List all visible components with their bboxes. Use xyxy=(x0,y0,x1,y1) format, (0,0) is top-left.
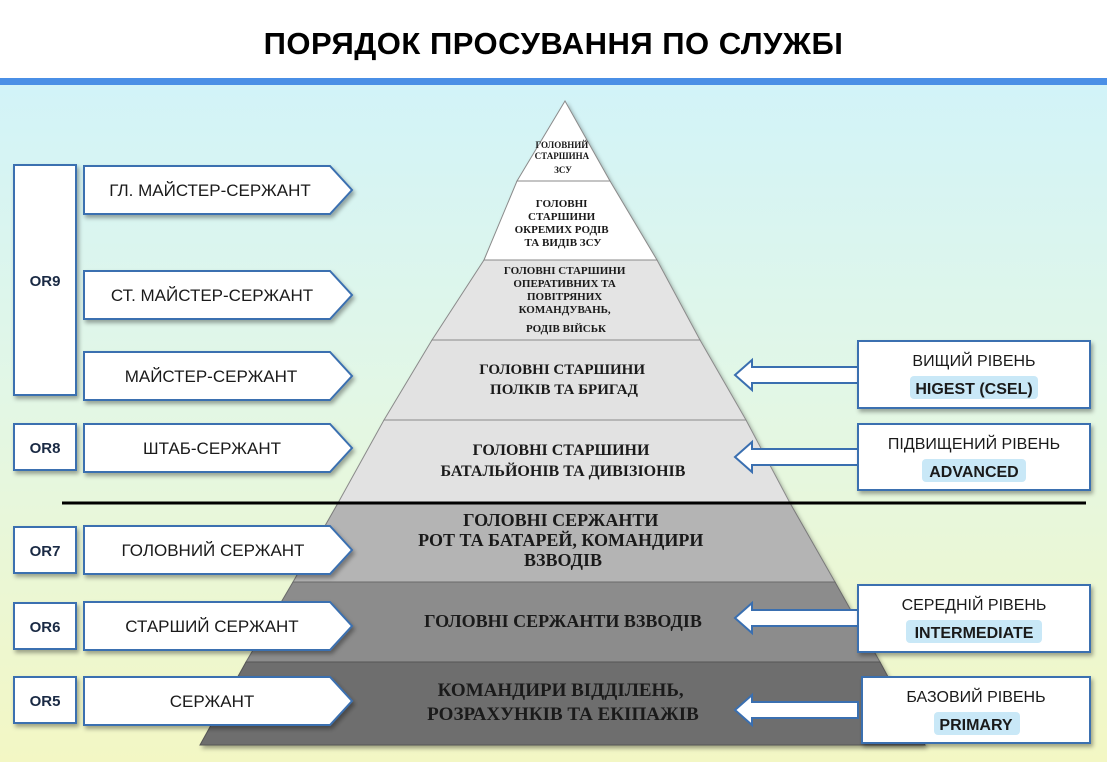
pyramid-label-8: КОМАНДИРИ ВІДДІЛЕНЬ, РОЗРАХУНКІВ ТА ЕКІП… xyxy=(427,680,699,725)
header: ПОРЯДОК ПРОСУВАННЯ ПО СЛУЖБІ xyxy=(0,0,1107,78)
rank-arrow-4 xyxy=(83,423,354,473)
rank-arrow-5 xyxy=(83,525,354,575)
rank-arrow-7 xyxy=(83,676,354,726)
level-box-2 xyxy=(857,423,1091,491)
or8-label: OR8 xyxy=(30,440,61,457)
rank-label-6: СТАРШИЙ СЕРЖАНТ xyxy=(125,617,298,636)
level-name-3: СЕРЕДНІЙ РІВЕНЬ xyxy=(902,595,1047,614)
level-code-3: INTERMEDIATE xyxy=(915,625,1034,642)
level-name-4: БАЗОВИЙ РІВЕНЬ xyxy=(906,687,1045,706)
rank-label-4: ШТАБ-СЕРЖАНТ xyxy=(143,439,281,458)
rank-label-5: ГОЛОВНИЙ СЕРЖАНТ xyxy=(122,541,305,560)
pyramid-label-3: ГОЛОВНІ СТАРШИНИ ОПЕРАТИВНИХ ТА ПОВІТРЯН… xyxy=(504,265,628,335)
or-codes: OR9 OR8 OR7 OR6 OR5 xyxy=(13,164,77,724)
or5-box xyxy=(13,676,77,724)
level-code-2: ADVANCED xyxy=(929,464,1018,481)
training-levels: ВИЩИЙ РІВЕНЬ HIGEST (CSEL) ПІДВИЩЕНИЙ РІ… xyxy=(857,340,1091,744)
level-pointers xyxy=(733,357,859,728)
rank-label-7: СЕРЖАНТ xyxy=(170,692,254,711)
level-code-bg-2 xyxy=(922,459,1026,482)
or9-box xyxy=(13,164,77,396)
or7-label: OR7 xyxy=(30,543,61,560)
pyramid-label-5: ГОЛОВНІ СТАРШИНИ БАТАЛЬЙОНІВ ТА ДИВІЗІОН… xyxy=(441,442,686,480)
pyramid-tier-5 xyxy=(337,419,791,504)
pyramid-label-6: ГОЛОВНІ СЕРЖАНТИ РОТ ТА БАТАРЕЙ, КОМАНДИ… xyxy=(418,510,708,570)
or6-label: OR6 xyxy=(30,619,61,636)
rank-label-1: ГЛ. МАЙСТЕР-СЕРЖАНТ xyxy=(109,181,310,200)
rank-arrow-2 xyxy=(83,270,354,320)
level-pointer-4 xyxy=(733,692,859,728)
or8-box xyxy=(13,423,77,471)
rank-arrows: ГЛ. МАЙСТЕР-СЕРЖАНТ СТ. МАЙСТЕР-СЕРЖАНТ … xyxy=(83,165,354,726)
level-code-4: PRIMARY xyxy=(939,717,1013,734)
level-name-2: ПІДВИЩЕНИЙ РІВЕНЬ xyxy=(888,434,1060,453)
level-pointer-1 xyxy=(733,357,859,393)
or6-box xyxy=(13,602,77,650)
rank-arrow-3 xyxy=(83,351,354,401)
level-code-bg-3 xyxy=(906,620,1042,643)
level-code-bg-4 xyxy=(934,712,1020,735)
or5-label: OR5 xyxy=(30,693,61,710)
pyramid-label-7: ГОЛОВНІ СЕРЖАНТИ ВЗВОДІВ xyxy=(424,611,702,631)
page-title: ПОРЯДОК ПРОСУВАННЯ ПО СЛУЖБІ xyxy=(263,26,844,61)
or7-box xyxy=(13,526,77,574)
header-accent-bar xyxy=(0,78,1107,85)
rank-arrow-1 xyxy=(83,165,354,215)
level-code-bg-1 xyxy=(910,376,1038,399)
level-name-1: ВИЩИЙ РІВЕНЬ xyxy=(912,351,1035,370)
rank-arrow-6 xyxy=(83,601,354,651)
pyramid-tier-4 xyxy=(383,339,747,421)
rank-label-3: МАЙСТЕР-СЕРЖАНТ xyxy=(125,367,298,386)
rank-label-2: СТ. МАЙСТЕР-СЕРЖАНТ xyxy=(111,286,313,305)
pyramid-label-2: ГОЛОВНІ СТАРШИНИ ОКРЕМИХ РОДІВ ТА ВИДІВ … xyxy=(515,198,612,249)
rank-pyramid xyxy=(199,100,926,746)
level-code-1: HIGEST (CSEL) xyxy=(915,381,1032,398)
or9-label: OR9 xyxy=(30,273,61,290)
pyramid-label-1: ГОЛОВНИЙ СТАРШИНА ЗСУ xyxy=(535,140,592,175)
pyramid-label-4: ГОЛОВНІ СТАРШИНИ ПОЛКІВ ТА БРИГАД xyxy=(479,362,649,398)
